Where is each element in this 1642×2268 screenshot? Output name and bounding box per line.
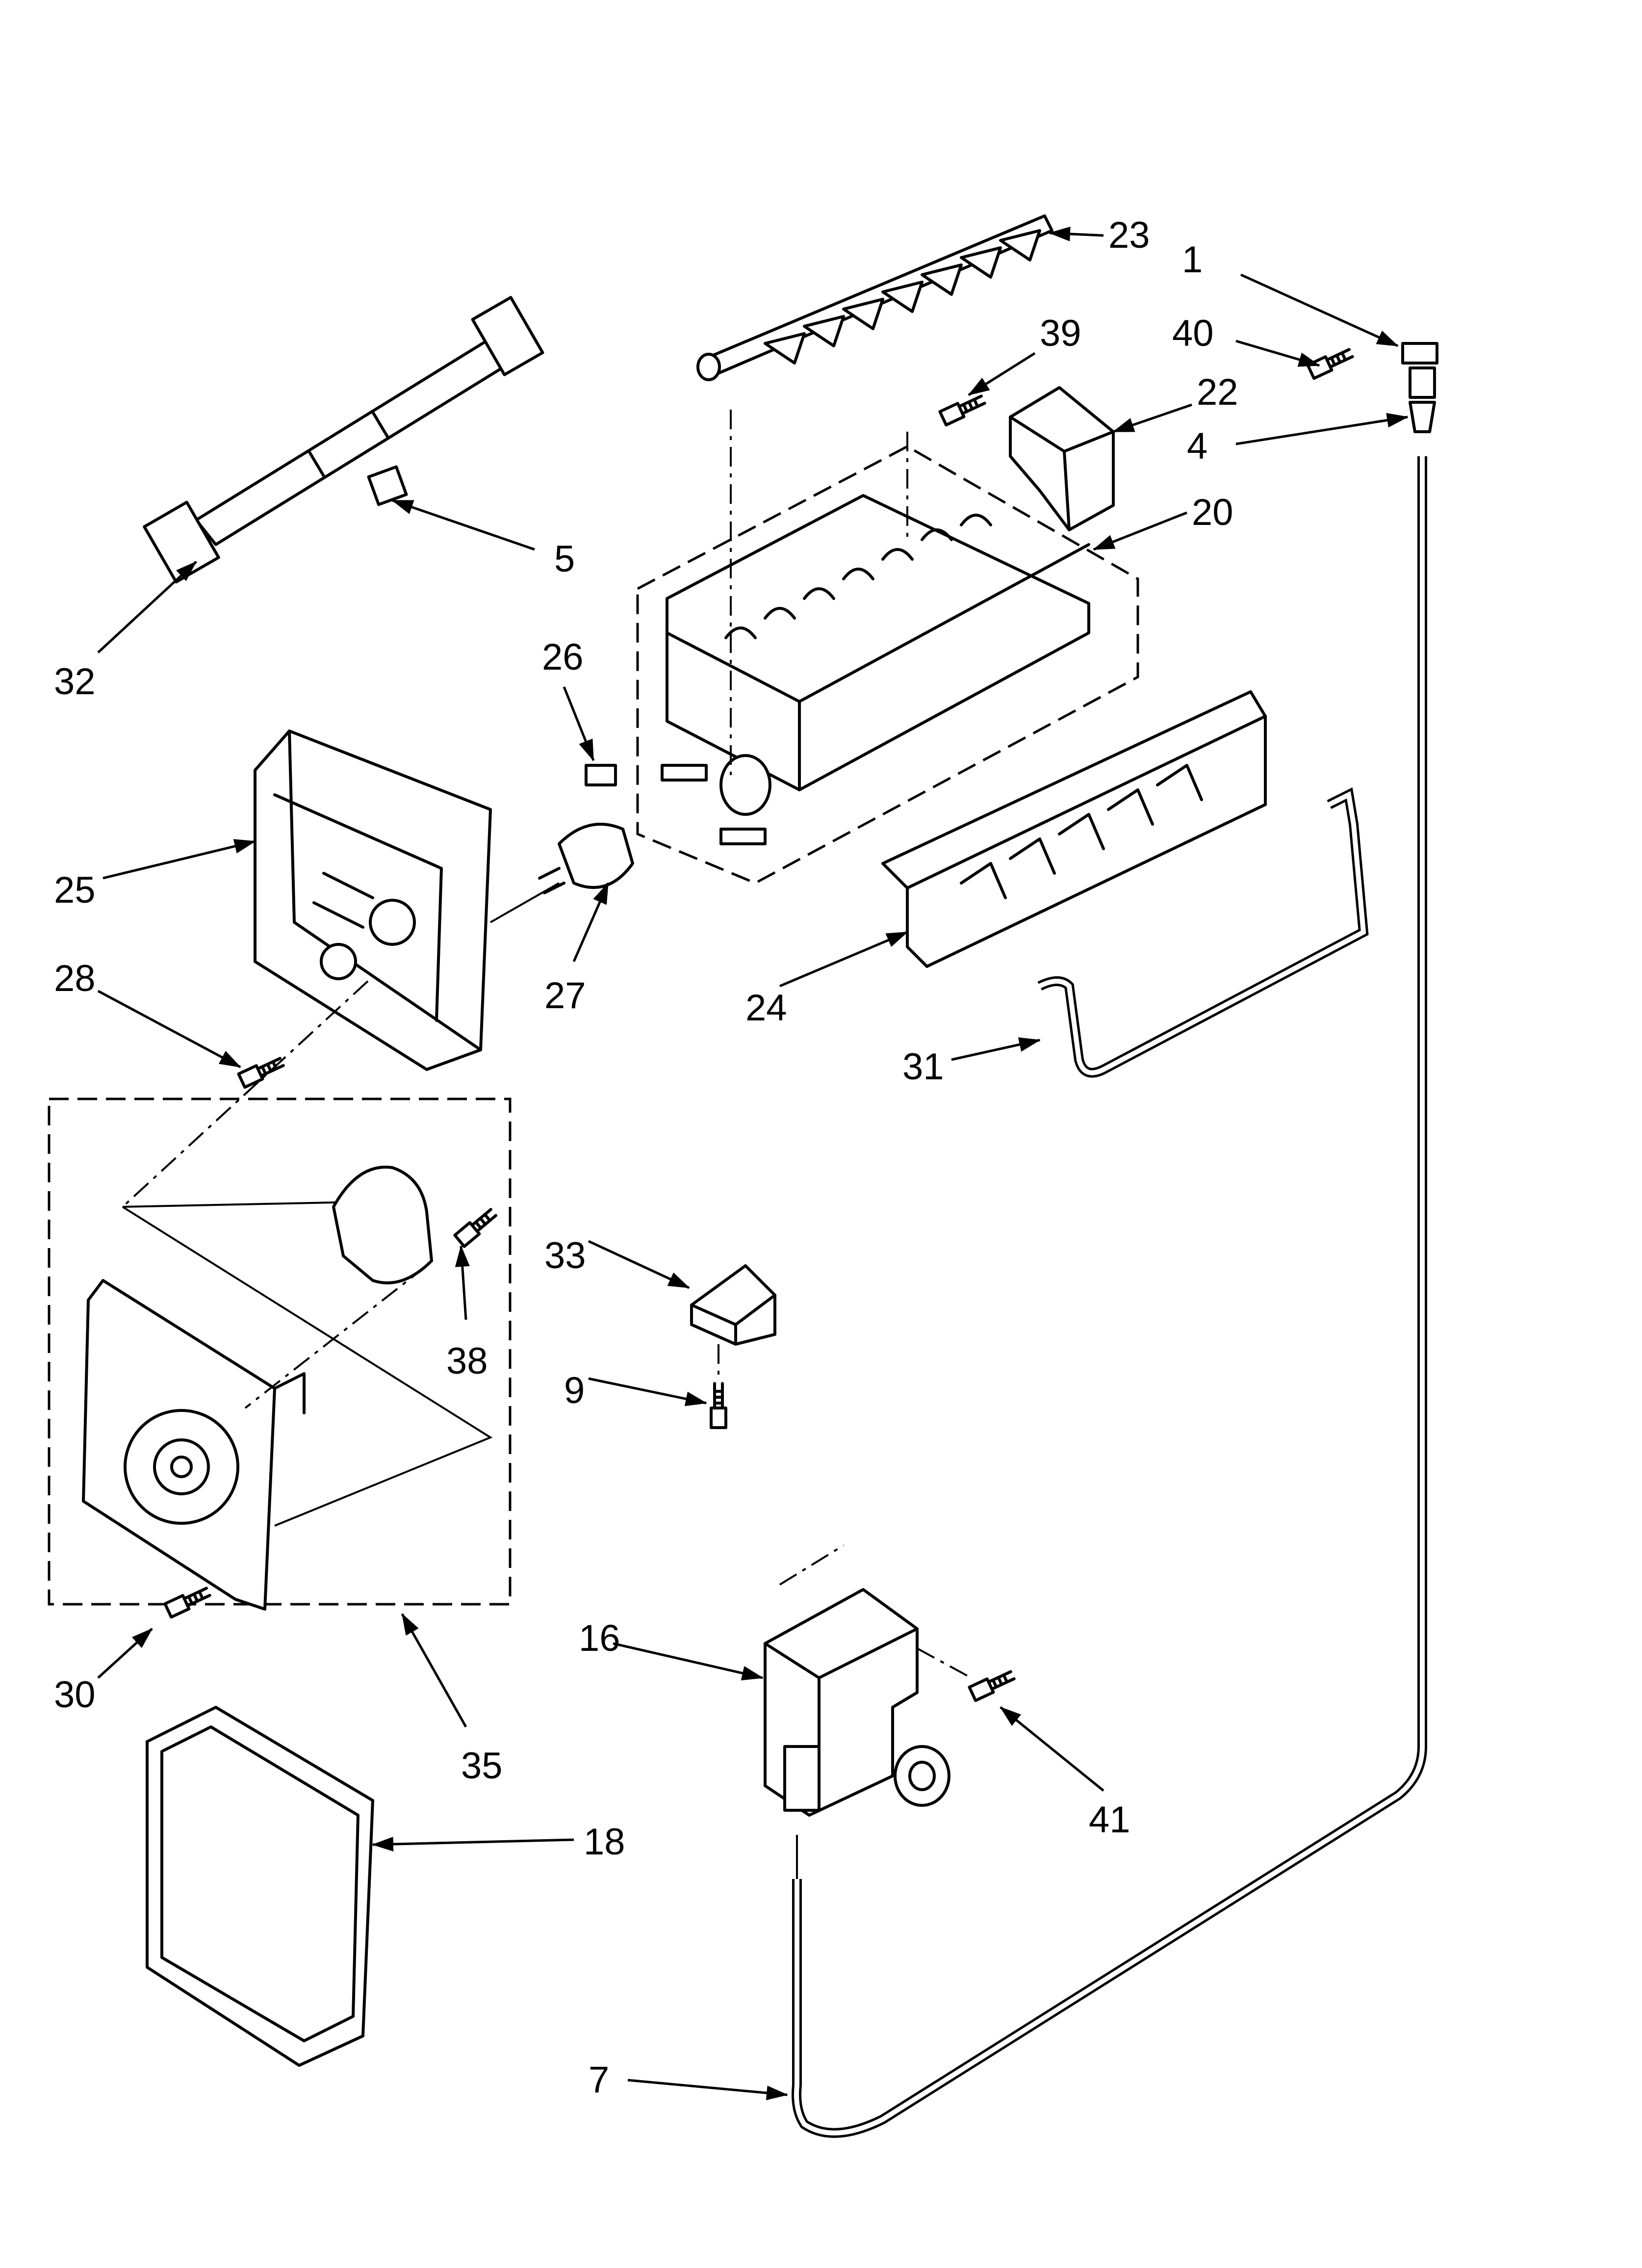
part-bracket [690,1264,776,1346]
callout-28: 28 [54,958,96,999]
callout-26: 26 [542,636,584,678]
callout-24: 24 [745,987,787,1029]
part-fill-cup [1009,386,1115,531]
callout-32: 32 [54,661,96,703]
part-water-valve [764,1544,950,1817]
part-ice-mold [661,494,1090,845]
screw-icon [968,1670,1016,1702]
callout-41: 41 [1089,1799,1130,1841]
screw-icon [710,1382,727,1429]
part-control-module [82,1166,493,1611]
part-clip [367,465,408,506]
callout-7: 7 [589,2059,609,2101]
screw-icon [163,1587,211,1619]
ice-mold-boundary [636,445,1139,885]
callout-5: 5 [554,538,575,580]
callout-18: 18 [584,1821,625,1863]
callout-33: 33 [544,1235,586,1277]
callout-1: 1 [1182,239,1203,281]
screw-icon [938,394,986,427]
part-wire-harness [143,296,544,584]
part-module-housing [254,730,492,1071]
callout-25: 25 [54,869,96,911]
callout-31: 31 [902,1046,944,1088]
screw-icon [237,1057,285,1089]
callout-27: 27 [544,975,586,1017]
callout-22: 22 [1197,371,1238,413]
callout-38: 38 [446,1340,488,1382]
part-tube-fitting [1401,342,1438,433]
callout-9: 9 [564,1370,585,1411]
callout-16: 16 [579,1617,620,1659]
screw-icon [453,1208,498,1248]
callout-30: 30 [54,1674,96,1716]
part-bail-arm [1037,787,1369,1078]
part-motor [538,764,634,894]
part-fill-tube [792,456,1427,2138]
callout-40: 40 [1172,313,1214,354]
control-module-boundary [48,1097,512,1606]
part-stripper [881,690,1267,968]
callout-35: 35 [461,1745,503,1787]
callout-39: 39 [1040,313,1081,354]
leader-lines [97,226,1409,2101]
callout-4: 4 [1187,425,1207,467]
callout-20: 20 [1192,492,1233,533]
callout-labels: 23 1 39 40 22 4 20 5 32 26 25 27 28 24 3… [54,214,1238,2101]
screw-icon [1306,348,1354,380]
callout-23: 23 [1108,214,1150,256]
part-foam-pad [146,1706,374,2067]
part-ejector-shaft [696,214,1053,381]
